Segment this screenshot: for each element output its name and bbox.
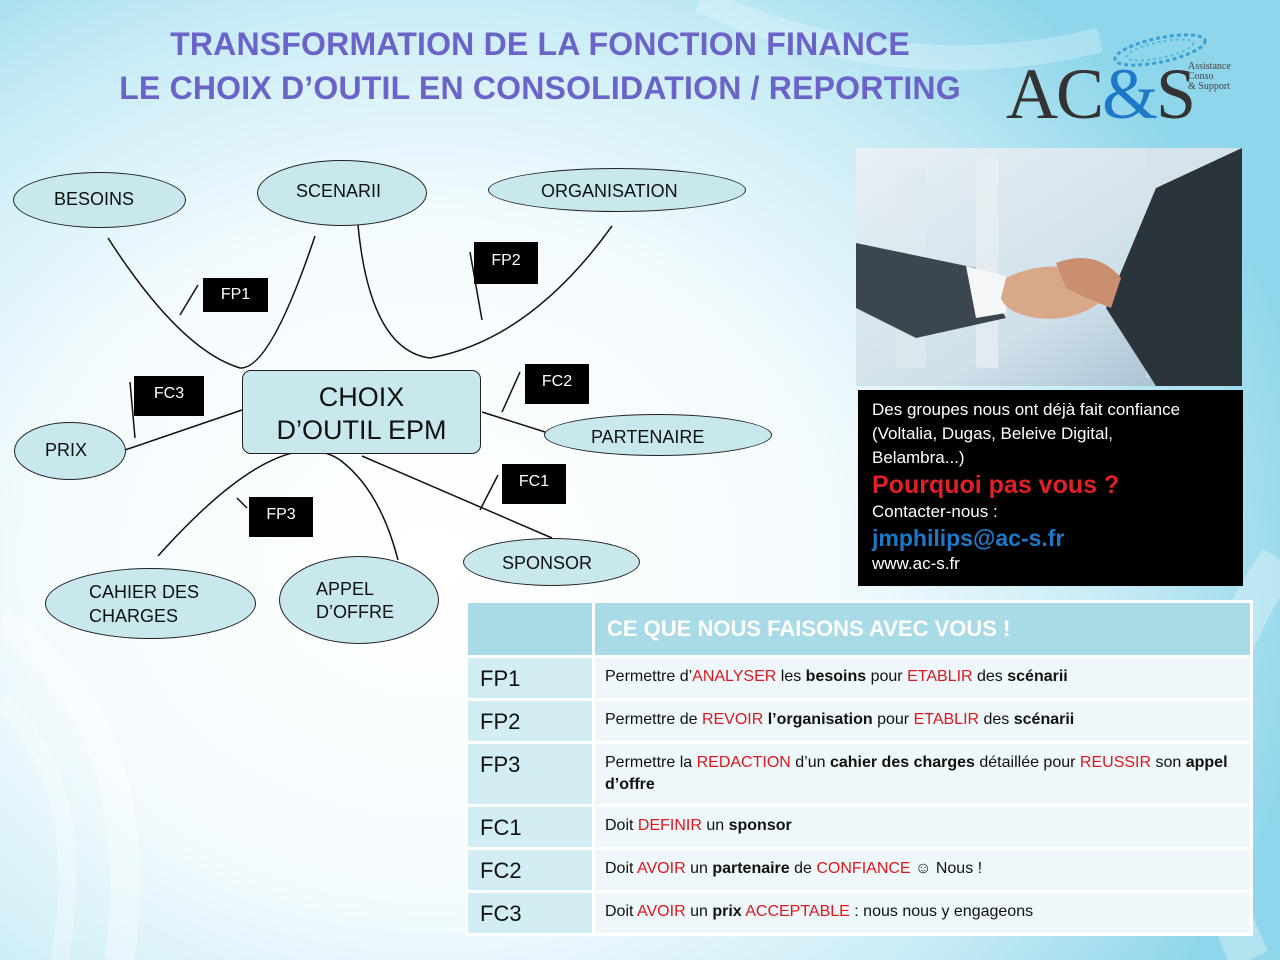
promo-headline: Pourquoi pas vous ? bbox=[872, 471, 1120, 499]
description-fragment: CONFIANCE bbox=[816, 860, 911, 877]
row-code: FC3 bbox=[465, 890, 595, 936]
tag-fc2: FC2 bbox=[525, 364, 589, 404]
row-description: Permettre de REVOIR l’organisation pour … bbox=[592, 698, 1253, 744]
description-fragment: un bbox=[685, 903, 713, 920]
row-code: FP1 bbox=[465, 655, 595, 701]
row-description: Permettre la REDACTION d’un cahier des c… bbox=[592, 741, 1253, 807]
description-fragment: un bbox=[701, 817, 729, 834]
description-fragment: AVOIR bbox=[637, 860, 686, 877]
row-code: FC2 bbox=[465, 847, 595, 893]
description-fragment: un bbox=[685, 860, 713, 877]
description-fragment: ANALYSER bbox=[692, 668, 777, 685]
node-scenarii: SCENARII bbox=[257, 160, 427, 226]
description-fragment: Doit bbox=[605, 860, 638, 877]
table-header-code bbox=[465, 600, 595, 658]
description-fragment: DEFINIR bbox=[637, 817, 702, 834]
description-fragment: ETABLIR bbox=[907, 668, 973, 685]
row-description: Doit DEFINIR un sponsor bbox=[592, 804, 1253, 850]
row-description: Doit AVOIR un prix ACCEPTABLE : nous nou… bbox=[592, 890, 1253, 936]
row-description: Doit AVOIR un partenaire de CONFIANCE ☺ … bbox=[592, 847, 1253, 893]
table-header-row: CE QUE NOUS FAISONS AVEC VOUS ! bbox=[465, 600, 1253, 658]
promo-contact-label: Contacter-nous : bbox=[872, 502, 998, 521]
description-fragment: d’un bbox=[790, 754, 830, 771]
description-fragment: prix bbox=[712, 903, 742, 920]
description-fragment: sponsor bbox=[728, 817, 792, 834]
row-code: FP2 bbox=[465, 698, 595, 744]
description-fragment: besoins bbox=[805, 668, 867, 685]
node-prix: PRIX bbox=[14, 422, 126, 480]
node-appel-offre: APPEL D’OFFRE bbox=[279, 556, 439, 644]
promo-line2: (Voltalia, Dugas, Beleive Digital, bbox=[872, 424, 1113, 443]
logo-swirl-icon bbox=[1113, 33, 1207, 67]
row-description: Permettre d’ANALYSER les besoins pour ET… bbox=[592, 655, 1253, 701]
tag-fp3: FP3 bbox=[249, 497, 313, 537]
description-fragment: Permettre la bbox=[605, 754, 697, 771]
promo-line3: Belambra...) bbox=[872, 448, 965, 467]
description-fragment: Doit bbox=[605, 903, 638, 920]
table-header-title: CE QUE NOUS FAISONS AVEC VOUS ! bbox=[592, 600, 1253, 658]
description-fragment: Permettre d’ bbox=[605, 668, 693, 685]
description-fragment: : nous nous y engageons bbox=[849, 903, 1034, 920]
node-partenaire: PARTENAIRE bbox=[544, 414, 772, 456]
handshake-photo bbox=[856, 148, 1242, 386]
tag-fc3: FC3 bbox=[134, 376, 204, 416]
description-fragment: AVOIR bbox=[637, 903, 686, 920]
description-fragment: son bbox=[1151, 754, 1186, 771]
tag-fc1: FC1 bbox=[502, 464, 566, 504]
description-fragment: des bbox=[979, 711, 1014, 728]
tag-fp2: FP2 bbox=[474, 242, 538, 284]
node-besoins: BESOINS bbox=[13, 172, 186, 228]
description-fragment: ETABLIR bbox=[913, 711, 980, 728]
description-fragment: cahier des charges bbox=[829, 754, 975, 771]
description-fragment: l’organisation bbox=[767, 711, 873, 728]
diagram-connectors bbox=[107, 224, 613, 561]
description-fragment: REDACTION bbox=[696, 754, 791, 771]
description-fragment: REUSSIR bbox=[1079, 754, 1152, 771]
slide-title-line2: LE CHOIX D’OUTIL EN CONSOLIDATION / REPO… bbox=[119, 70, 961, 106]
description-fragment: détaillée pour bbox=[974, 754, 1080, 771]
row-code: FP3 bbox=[465, 741, 595, 807]
description-fragment: scénarii bbox=[1013, 711, 1075, 728]
promo-email-link[interactable]: jmphilips@ac-s.fr bbox=[872, 525, 1065, 551]
slide-title-line1: TRANSFORMATION DE LA FONCTION FINANCE bbox=[170, 26, 910, 62]
description-fragment: REVOIR bbox=[701, 711, 764, 728]
node-sponsor: SPONSOR bbox=[463, 538, 640, 586]
logo-wordmark: AC&S bbox=[1006, 54, 1196, 134]
description-fragment: les bbox=[776, 668, 806, 685]
description-fragment: pour bbox=[866, 668, 908, 685]
description-fragment: Doit bbox=[605, 817, 638, 834]
promo-box: Des groupes nous ont déjà fait confiance… bbox=[858, 390, 1243, 586]
promo-line1: Des groupes nous ont déjà fait confiance bbox=[872, 400, 1181, 419]
description-fragment: de bbox=[789, 860, 817, 877]
description-fragment: ☺ Nous ! bbox=[910, 860, 983, 877]
description-fragment: pour bbox=[872, 711, 914, 728]
node-cahier-des-charges: CAHIER DES CHARGES bbox=[45, 568, 256, 639]
description-fragment: Permettre de bbox=[605, 711, 702, 728]
description-fragment: appel d’offre bbox=[605, 754, 1228, 793]
row-code: FC1 bbox=[465, 804, 595, 850]
description-fragment: ACCEPTABLE bbox=[745, 903, 850, 920]
node-organisation: ORGANISATION bbox=[488, 168, 746, 212]
promo-website-link[interactable]: www.ac-s.fr bbox=[872, 554, 960, 573]
description-fragment: des bbox=[972, 668, 1008, 685]
tag-fp1: FP1 bbox=[203, 278, 268, 312]
description-fragment: partenaire bbox=[712, 860, 790, 877]
description-fragment: scénarii bbox=[1007, 668, 1068, 685]
center-node-choix-outil: CHOIX D’OUTIL EPM bbox=[242, 370, 481, 454]
